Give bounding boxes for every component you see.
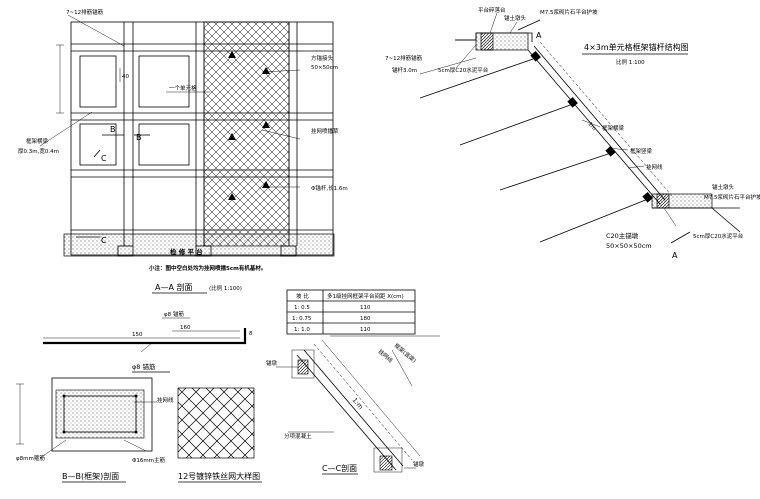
elev-frame-beam: 框架横梁 (602, 124, 625, 132)
bb-section: 挂网线 φ8mm箍筋 Φ16mm主筋 B—B(框架)剖面 (16, 377, 174, 483)
cc-label-frame: 框架(竖梁) (393, 341, 418, 364)
aa-dim-150: 150 (132, 332, 143, 338)
aa-section: A—A 剖面 (比例 1:100) φ8 锚筋 150 160 8 φ8 锚筋 (43, 282, 253, 373)
cc-label-top: 锚墩 (266, 359, 278, 367)
plan-label-b-left: B (110, 125, 116, 134)
elev-frame-col: 框架竖梁 (630, 147, 653, 155)
elev-a-top: A (536, 31, 542, 40)
elevation-section: 平台碎落台 锚土墩头 M7.5浆砌片石平台护坡 A 7~12排筋锚筋 锚杆3.0… (385, 6, 760, 260)
bb-title: B—B(框架)剖面 (62, 471, 119, 481)
mesh-title: 12号镀锌铁丝网大样图 (178, 471, 260, 481)
table-header-spacing: 多1级挂网框架平台间距 X(cm) (327, 292, 404, 300)
plan-label-anchor-head: 方锚接头 (311, 54, 334, 62)
plan-label-b-right: B (136, 133, 142, 142)
aa-title: A—A 剖面 (155, 282, 193, 292)
slope-table: 坡 比 多1级挂网框架平台间距 X(cm) 1: 0.5 110 1: 0.75… (286, 289, 416, 335)
aa-rebar (43, 328, 247, 345)
table-cell-r2c0: 1: 1.0 (294, 327, 310, 333)
table-header-ratio: 坡 比 (296, 292, 309, 300)
main-plan: 7~12排筋锚筋 40 一个单元格 框架横梁 厚0.3m,宽0.4m 方锚接头 … (18, 8, 348, 272)
aa-dim-8: 8 (249, 331, 253, 337)
mesh-detail: 12号镀锌铁丝网大样图 (177, 387, 262, 483)
plan-label-platform: 检 修 平 台 (170, 247, 203, 256)
elev-c20-top: 5cm厚C20水泥平台 (438, 66, 489, 74)
elev-anchor-head: 锚土墩头 (504, 14, 527, 22)
elev-anchor-head2: 锚土墩头 (712, 183, 735, 191)
elev-a-bottom: A (672, 251, 678, 260)
plan-label-unit: 一个单元格 (169, 84, 197, 92)
elev-m75: M7.5浆砌片石平台护坡 (540, 8, 598, 16)
table-cell-r1c0: 1: 0.75 (292, 316, 312, 322)
plan-label-c-bottom: C (101, 236, 107, 245)
plan-label-frame: 框架横梁 (26, 137, 49, 145)
elev-net: 挂网线 (646, 163, 663, 171)
elev-7-12: 7~12排筋锚筋 (385, 54, 423, 62)
cc-label-slope: 1:m (350, 396, 364, 411)
mesh-strip (203, 21, 290, 247)
elev-1m: 1m (586, 121, 596, 132)
table-cell-r1c1: 180 (360, 316, 371, 322)
elev-m75-b: M7.5浆砌片石平台护坡 (704, 193, 760, 201)
aa-rebar-label: φ8 锚筋 (164, 310, 184, 318)
elev-c20-size: 50×50×50cm (606, 242, 652, 250)
aa-scale: (比例 1:100) (209, 284, 242, 292)
plan-label-net: 挂网喷播草 (311, 127, 339, 135)
table-cell-r0c1: 110 (360, 305, 371, 311)
table-cell-r0c0: 1: 0.5 (294, 305, 310, 311)
plan-label-anchor-size: 50×50cm (311, 65, 338, 71)
cc-title: C—C剖面 (322, 463, 357, 473)
cc-label-mid: 分项混凝土 (284, 432, 312, 440)
elev-c20-main: C20主锚墩 (606, 231, 639, 240)
bb-16-label: Φ16mm主筋 (132, 456, 166, 464)
aa-dim-160: 160 (180, 325, 191, 331)
plan-label-top: 7~12排筋锚筋 (66, 8, 104, 16)
plan-note: 小注：图中空白处均为挂网喷播5cm有机基材。 (149, 264, 266, 272)
bb-rebar-label: φ8mm箍筋 (16, 454, 45, 462)
table-cell-r2c1: 110 (360, 327, 371, 333)
elev-c20-bottom: 5cm厚C20水泥平台 (693, 232, 744, 240)
elev-scale: 比例 1:100 (616, 58, 645, 66)
bb-net-label: 挂网线 (157, 396, 174, 404)
cc-label-bottom: 锚墩 (413, 460, 425, 468)
elev-top-platform: 平台碎落台 (478, 6, 506, 14)
plan-label-40: 40 (122, 74, 129, 80)
aa-rebar-name: φ8 锚筋 (132, 362, 156, 371)
plan-label-anchor-rod: Φ锚杆,长1.6m (311, 184, 348, 192)
elev-anchor-len: 锚杆3.0m (392, 66, 417, 74)
elev-title: 4×3m单元格框架锚杆结构图 (584, 42, 689, 52)
plan-label-c-top: C (101, 154, 107, 163)
plan-label-frame-size: 厚0.3m,宽0.4m (18, 147, 59, 155)
cc-section: 锚墩 1:m 框架(竖梁) 挂网线 分项混凝土 锚墩 C—C剖面 (266, 335, 440, 475)
plan-outline (70, 21, 334, 256)
